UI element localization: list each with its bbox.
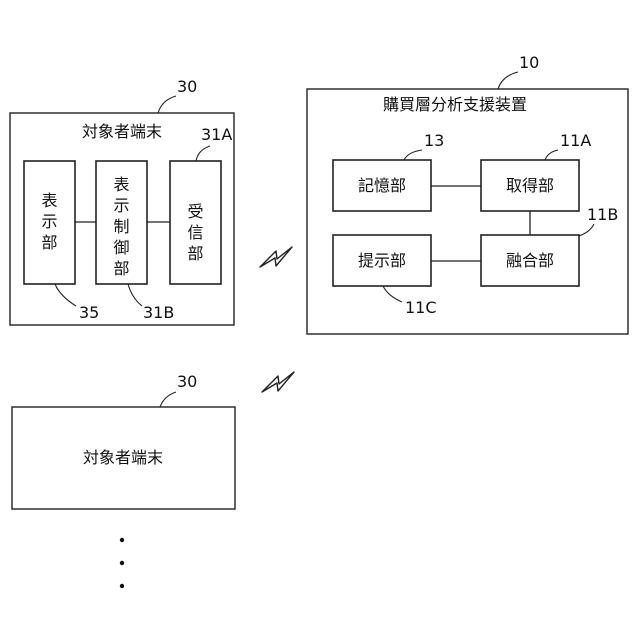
continuation-dots — [120, 538, 124, 588]
display-control-label-1: 表 — [113, 175, 129, 194]
continuation-dot — [120, 538, 124, 542]
display-control-unit-ref: 31B — [143, 303, 174, 322]
display-unit-label-3: 部 — [41, 233, 57, 252]
acquisition-unit-label: 取得部 — [506, 176, 554, 195]
presentation-unit-label: 提示部 — [358, 251, 406, 270]
acquisition-unit-ref: 11A — [560, 131, 591, 150]
receiver-unit-label-3: 部 — [187, 244, 203, 263]
receiver-unit-ref: 31A — [201, 125, 232, 144]
display-unit-label-1: 表 — [41, 191, 57, 210]
terminal-top: 対象者端末 30 表 示 部 35 表 示 制 御 部 31B 受 信 部 31… — [10, 77, 234, 325]
display-control-label-2: 示 — [113, 196, 129, 215]
analysis-device-leader — [498, 72, 518, 89]
display-control-label-3: 制 — [113, 217, 129, 236]
terminal-top-leader — [158, 96, 176, 113]
analysis-device-ref: 10 — [519, 53, 539, 72]
storage-unit-ref: 13 — [424, 131, 444, 150]
storage-unit-label: 記憶部 — [358, 176, 406, 195]
terminal-bottom-leader — [160, 392, 176, 407]
presentation-unit-ref: 11C — [405, 298, 437, 317]
analysis-device: 購買層分析支援装置 10 記憶部 13 取得部 11A 融合部 11B 提示部 … — [307, 53, 628, 334]
continuation-dot — [120, 584, 124, 588]
receiver-unit-label-2: 信 — [187, 223, 203, 242]
receiver-unit-label-1: 受 — [187, 202, 203, 221]
fusion-unit-ref: 11B — [587, 205, 618, 224]
display-control-label-4: 御 — [113, 238, 129, 257]
terminal-bottom-ref: 30 — [177, 372, 197, 391]
analysis-device-title: 購買層分析支援装置 — [383, 95, 527, 114]
terminal-top-ref: 30 — [177, 77, 197, 96]
terminal-bottom-title: 対象者端末 — [83, 448, 163, 467]
lightning-icon — [262, 372, 294, 392]
display-unit-label-2: 示 — [41, 212, 57, 231]
display-control-label-5: 部 — [113, 259, 129, 278]
continuation-dot — [120, 561, 124, 565]
terminal-bottom: 対象者端末 30 — [12, 372, 235, 509]
lightning-icon — [260, 247, 292, 267]
terminal-top-title: 対象者端末 — [82, 122, 162, 141]
fusion-unit-label: 融合部 — [506, 251, 554, 270]
display-unit-ref: 35 — [79, 303, 99, 322]
